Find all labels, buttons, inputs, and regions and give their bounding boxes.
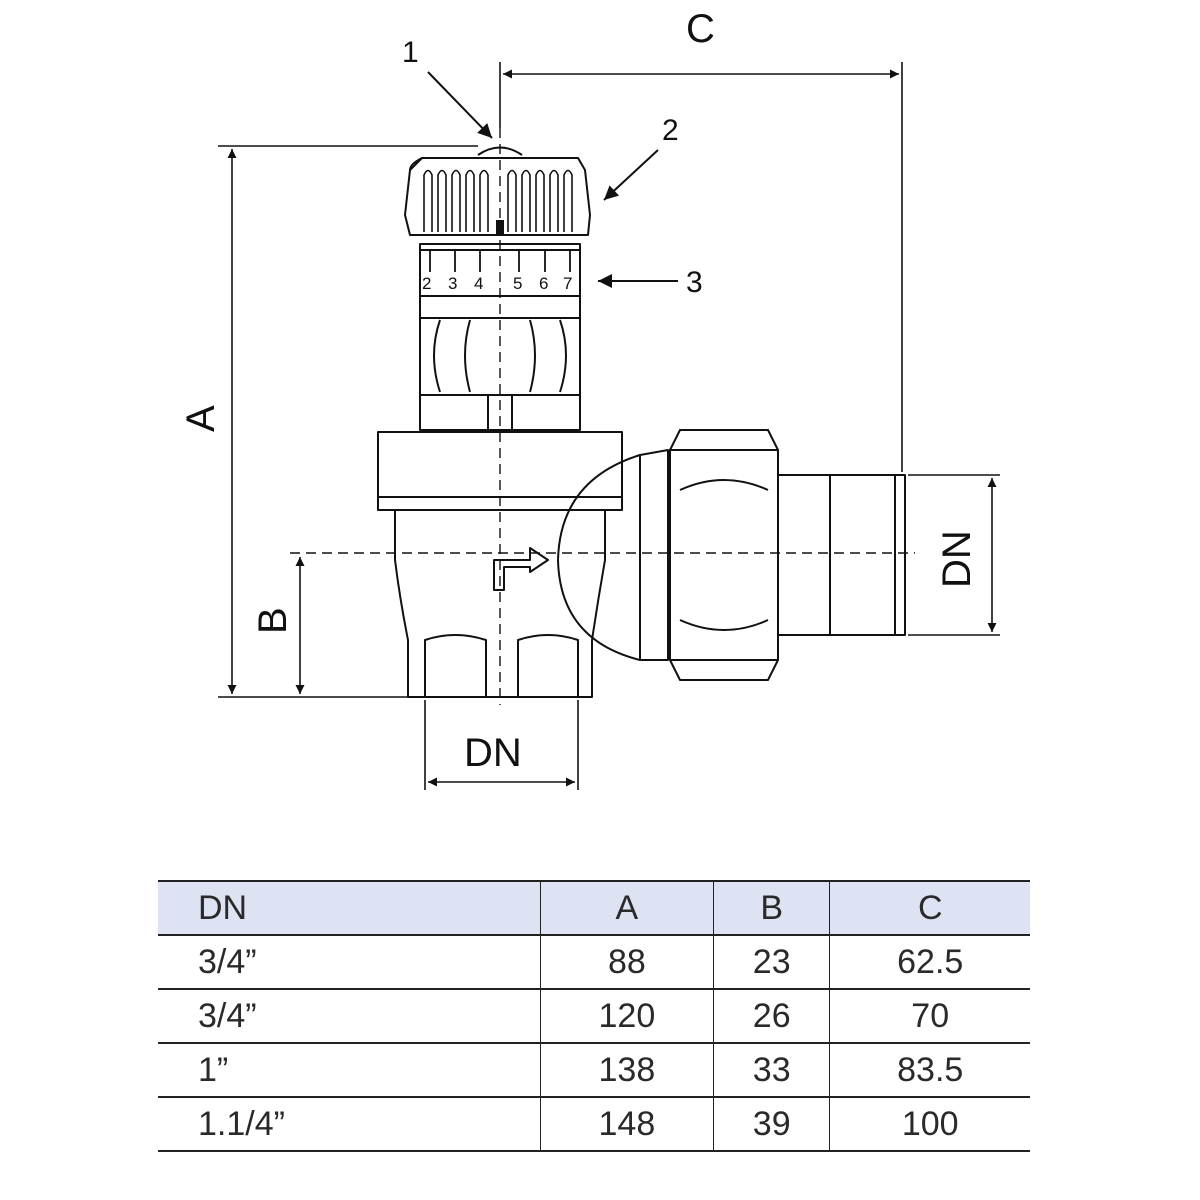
callout-1-arrow [427, 71, 493, 139]
column-header-b: B [713, 880, 831, 936]
scale-number: 3 [448, 274, 457, 293]
table-row: 3/4” 88 23 62.5 [158, 935, 1030, 990]
scale-number: 4 [474, 274, 483, 293]
column-header-dn: DN [158, 880, 541, 936]
dimensions-table: DN A B C 3/4” 88 23 62.5 3/4” 120 26 70 … [158, 880, 1030, 1152]
cell-b: 39 [713, 1097, 831, 1152]
dimension-c-line [499, 62, 903, 472]
table-row: 3/4” 120 26 70 [158, 989, 1030, 1044]
dimension-b-label: B [251, 607, 295, 634]
cell-a: 138 [540, 1043, 714, 1098]
dimension-c-label: C [686, 7, 715, 51]
cell-c: 100 [829, 1097, 1030, 1152]
cell-dn: 3/4” [158, 989, 541, 1044]
callout-2-arrow [603, 149, 659, 201]
scale-number: 5 [513, 274, 522, 293]
dimension-a-line [218, 145, 478, 698]
column-header-c: C [829, 880, 1030, 936]
dimension-dn-bottom-label: DN [464, 731, 522, 775]
cell-a: 148 [540, 1097, 714, 1152]
cell-c: 62.5 [829, 935, 1030, 990]
cell-b: 23 [713, 935, 831, 990]
scale-number: 6 [539, 274, 548, 293]
cell-dn: 3/4” [158, 935, 541, 990]
outlet-dome [557, 449, 669, 661]
column-header-a: A [540, 880, 714, 936]
dimension-dn-bottom-line [424, 700, 579, 790]
callout-2-label: 2 [662, 114, 679, 147]
tailpiece [777, 474, 906, 636]
cell-a: 88 [540, 935, 714, 990]
table-header-row: DN A B C [158, 880, 1030, 936]
cell-dn: 1” [158, 1043, 541, 1098]
cell-c: 70 [829, 989, 1030, 1044]
dimension-dn-right-label: DN [935, 530, 979, 588]
cell-a: 120 [540, 989, 714, 1044]
cell-b: 33 [713, 1043, 831, 1098]
adjustment-cap [404, 146, 591, 236]
cell-dn: 1.1/4” [158, 1097, 541, 1152]
dimension-dn-right-line [908, 474, 1000, 636]
callout-1-label: 1 [402, 36, 419, 69]
table-row: 1” 138 33 83.5 [158, 1043, 1030, 1098]
valve-drawing: 2 3 4 5 6 7 1 2 3 C A B DN DN [179, 7, 1000, 790]
cell-b: 26 [713, 989, 831, 1044]
table-row: 1.1/4” 148 39 100 [158, 1097, 1030, 1152]
scale-number: 7 [563, 274, 572, 293]
hex-neck [419, 317, 581, 431]
scale-number: 2 [422, 274, 431, 293]
dimension-a-label: A [179, 405, 223, 432]
union-nut [669, 429, 779, 681]
callout-3-label: 3 [686, 266, 703, 299]
cell-c: 83.5 [829, 1043, 1030, 1098]
center-lines [290, 128, 915, 705]
